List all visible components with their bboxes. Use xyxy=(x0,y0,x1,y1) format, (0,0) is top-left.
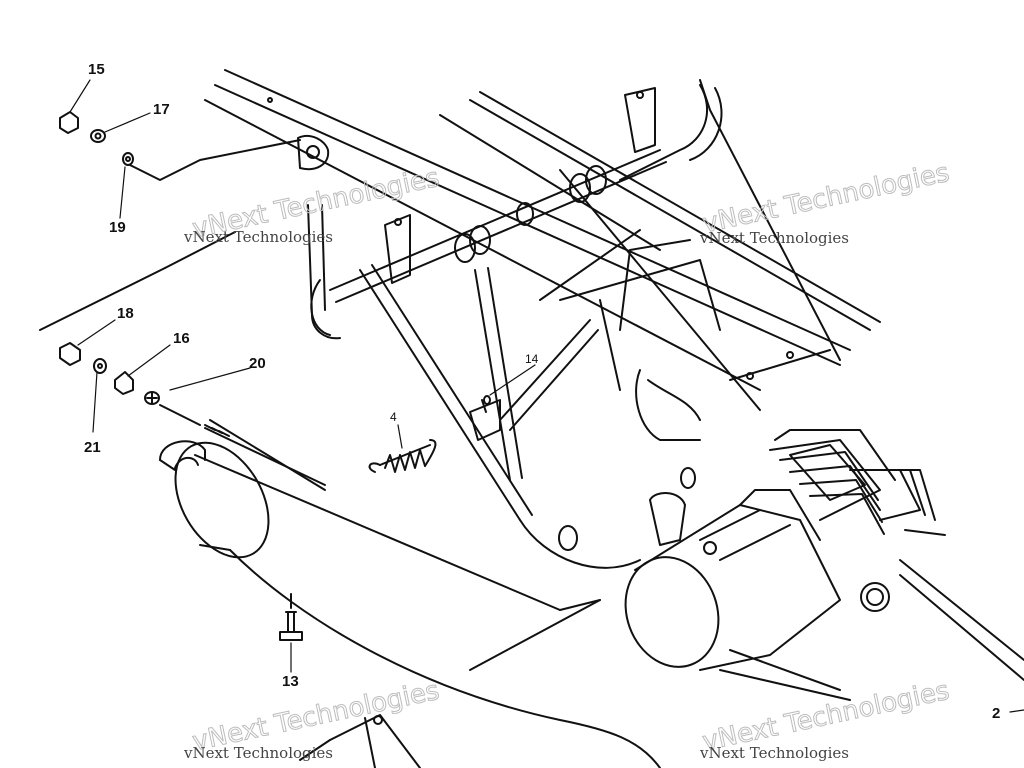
callout-14: 14 xyxy=(525,352,539,366)
callout-15: 15 xyxy=(88,61,105,78)
fastener-14 xyxy=(469,395,501,441)
callout-4: 4 xyxy=(390,410,397,424)
leader-lines xyxy=(69,79,1024,713)
callout-21: 21 xyxy=(84,439,101,456)
engine-assembly xyxy=(624,429,1024,701)
bolt-13 xyxy=(279,593,303,641)
callout-19: 19 xyxy=(109,219,126,236)
spring-4 xyxy=(368,439,437,473)
watermark-text-4: vNext Technologies xyxy=(700,744,850,762)
callout-2: 2 xyxy=(992,705,1001,722)
callout-16: 16 xyxy=(173,330,190,347)
muffler xyxy=(159,419,661,768)
watermark-text-3: vNext Technologies xyxy=(184,744,334,762)
hardware-stack-top xyxy=(59,111,301,181)
watermark-text-1: vNext Technologies xyxy=(184,228,334,246)
frame-truss xyxy=(267,97,831,569)
watermark-text-2: vNext Technologies xyxy=(700,229,850,247)
cross-tube-assembly xyxy=(297,84,723,340)
callout-20: 20 xyxy=(249,355,266,372)
callout-13: 13 xyxy=(282,673,299,690)
callout-17: 17 xyxy=(153,101,170,118)
hardware-stack-bottom xyxy=(39,231,236,426)
frame-rails xyxy=(204,69,881,411)
callout-18: 18 xyxy=(117,305,134,322)
